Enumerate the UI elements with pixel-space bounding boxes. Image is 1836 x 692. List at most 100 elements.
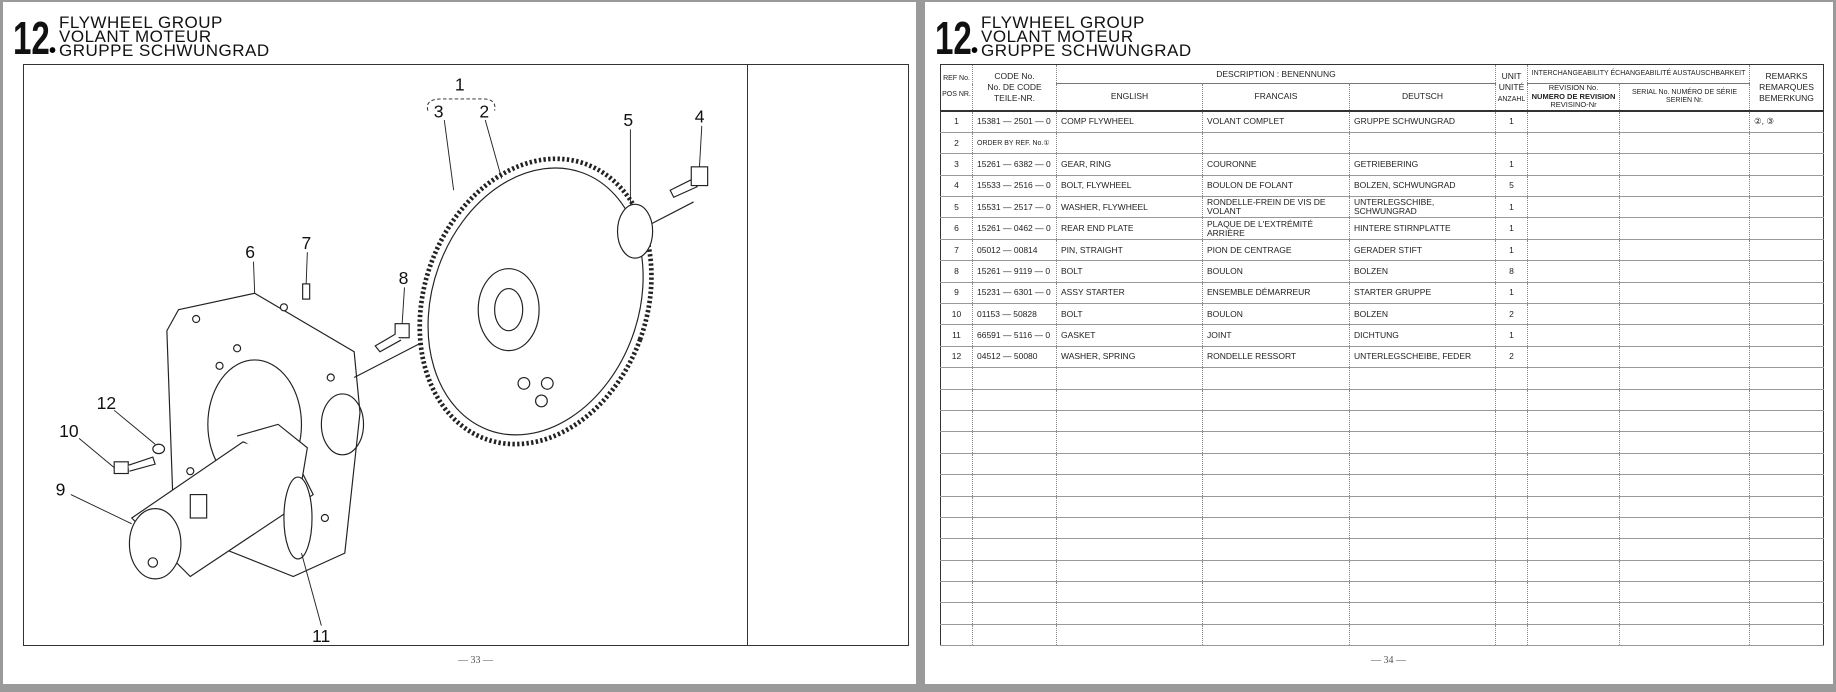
cell-deutsch: [1348, 474, 1497, 497]
flywheel: [417, 156, 654, 447]
cell-revision: [1527, 175, 1621, 198]
cell-english: WASHER, FLYWHEEL: [1056, 196, 1203, 219]
cell-deutsch: [1348, 132, 1497, 155]
empty-table-row: [940, 474, 1825, 497]
cell-unit: [1495, 538, 1529, 561]
cell-code: [972, 474, 1057, 497]
callout-7: 7: [301, 233, 311, 253]
cell-ref: [940, 538, 973, 561]
cell-serial: [1619, 110, 1751, 133]
cell-deutsch: [1348, 560, 1497, 583]
cell-code: ORDER BY REF. No.①: [972, 132, 1057, 155]
cell-code: 15531 — 2517 — 0: [972, 196, 1057, 219]
cell-serial: [1619, 602, 1751, 625]
cell-deutsch: [1348, 602, 1497, 625]
cell-deutsch: [1348, 389, 1497, 411]
callout-labels: 1 2 3 4 5 6 7 8 9 10 11 12: [56, 75, 705, 646]
cell-code: [972, 624, 1057, 647]
cell-revision: [1527, 303, 1621, 326]
cell-remarks: [1749, 196, 1825, 219]
cell-english: [1056, 624, 1203, 647]
cell-english: [1056, 389, 1203, 411]
cell-francais: BOULON: [1202, 303, 1350, 326]
cell-revision: [1527, 239, 1621, 262]
header-description: DESCRIPTION : BENENNUNG: [1055, 64, 1497, 84]
cell-code: 15261 — 9119 — 0: [972, 260, 1057, 283]
cell-francais: [1202, 389, 1350, 411]
cell-ref: [940, 410, 973, 433]
callout-3: 3: [434, 102, 444, 122]
empty-table-row: [940, 560, 1825, 583]
cell-unit: [1495, 367, 1529, 390]
cell-remarks: [1749, 346, 1825, 369]
cell-english: [1056, 496, 1203, 518]
cell-revision: [1527, 196, 1621, 219]
callout-1: 1: [455, 75, 465, 95]
cell-francais: [1202, 132, 1350, 155]
cell-ref: 12: [940, 346, 973, 369]
title-english: FLYWHEEL GROUP: [59, 13, 223, 32]
cell-serial: [1619, 367, 1751, 390]
cell-english: [1056, 474, 1203, 497]
cell-unit: 8: [1495, 260, 1529, 283]
cell-deutsch: [1348, 410, 1497, 433]
cell-francais: BOULON: [1202, 260, 1350, 283]
section-title: 12 • FLYWHEEL GROUP VOLANT MOTEUR GRUPPE…: [13, 13, 270, 61]
cell-unit: [1495, 132, 1529, 155]
cell-deutsch: GRUPPE SCHWUNGRAD: [1348, 110, 1497, 133]
cell-deutsch: [1348, 581, 1497, 604]
cell-ref: 1: [940, 110, 973, 133]
cell-francais: COURONNE: [1202, 153, 1350, 176]
cell-english: [1056, 132, 1203, 155]
cell-francais: [1202, 602, 1350, 625]
empty-table-row: [940, 538, 1825, 561]
empty-table-row: [940, 410, 1825, 433]
title-french: VOLANT MOTEUR: [981, 27, 1134, 46]
cell-ref: [940, 367, 973, 390]
cell-english: BOLT, FLYWHEEL: [1056, 175, 1203, 198]
callout-8: 8: [399, 268, 409, 288]
cell-unit: [1495, 624, 1529, 647]
header-deutsch: DEUTSCH: [1348, 83, 1497, 111]
header-francais: FRANCAIS: [1202, 83, 1350, 111]
cell-francais: ENSEMBLE DÉMARREUR: [1202, 282, 1350, 305]
leader-lines: [70, 98, 703, 626]
right-page: 12 • FLYWHEEL GROUP VOLANT MOTEUR GRUPPE…: [925, 2, 1833, 684]
cell-unit: 5: [1495, 175, 1529, 198]
cell-code: 66591 — 5116 — 0: [972, 324, 1057, 347]
left-page: 12 • FLYWHEEL GROUP VOLANT MOTEUR GRUPPE…: [3, 2, 916, 684]
cell-serial: [1619, 239, 1751, 262]
cell-francais: [1202, 367, 1350, 390]
cell-english: GEAR, RING: [1056, 153, 1203, 176]
washer-5: [616, 203, 654, 259]
exploded-parts-diagram: 1 2 3 4 5 6 7 8 9 10 11 12: [56, 75, 709, 646]
cell-ref: 11: [940, 324, 973, 347]
cell-remarks: [1749, 389, 1825, 411]
cell-unit: [1495, 602, 1529, 625]
cell-ref: 4: [940, 175, 973, 198]
cell-ref: [940, 474, 973, 497]
cell-ref: 9: [940, 282, 973, 305]
cell-code: [972, 431, 1057, 454]
cell-deutsch: BOLZEN: [1348, 260, 1497, 283]
callout-6: 6: [245, 242, 255, 262]
cell-code: [972, 538, 1057, 561]
cell-code: [972, 367, 1057, 390]
cell-serial: [1619, 175, 1751, 198]
cell-serial: [1619, 581, 1751, 604]
cell-remarks: [1749, 474, 1825, 497]
cell-francais: [1202, 538, 1350, 561]
plate-opening: [320, 393, 365, 456]
cell-remarks: [1749, 410, 1825, 433]
pin-7: [302, 283, 311, 300]
